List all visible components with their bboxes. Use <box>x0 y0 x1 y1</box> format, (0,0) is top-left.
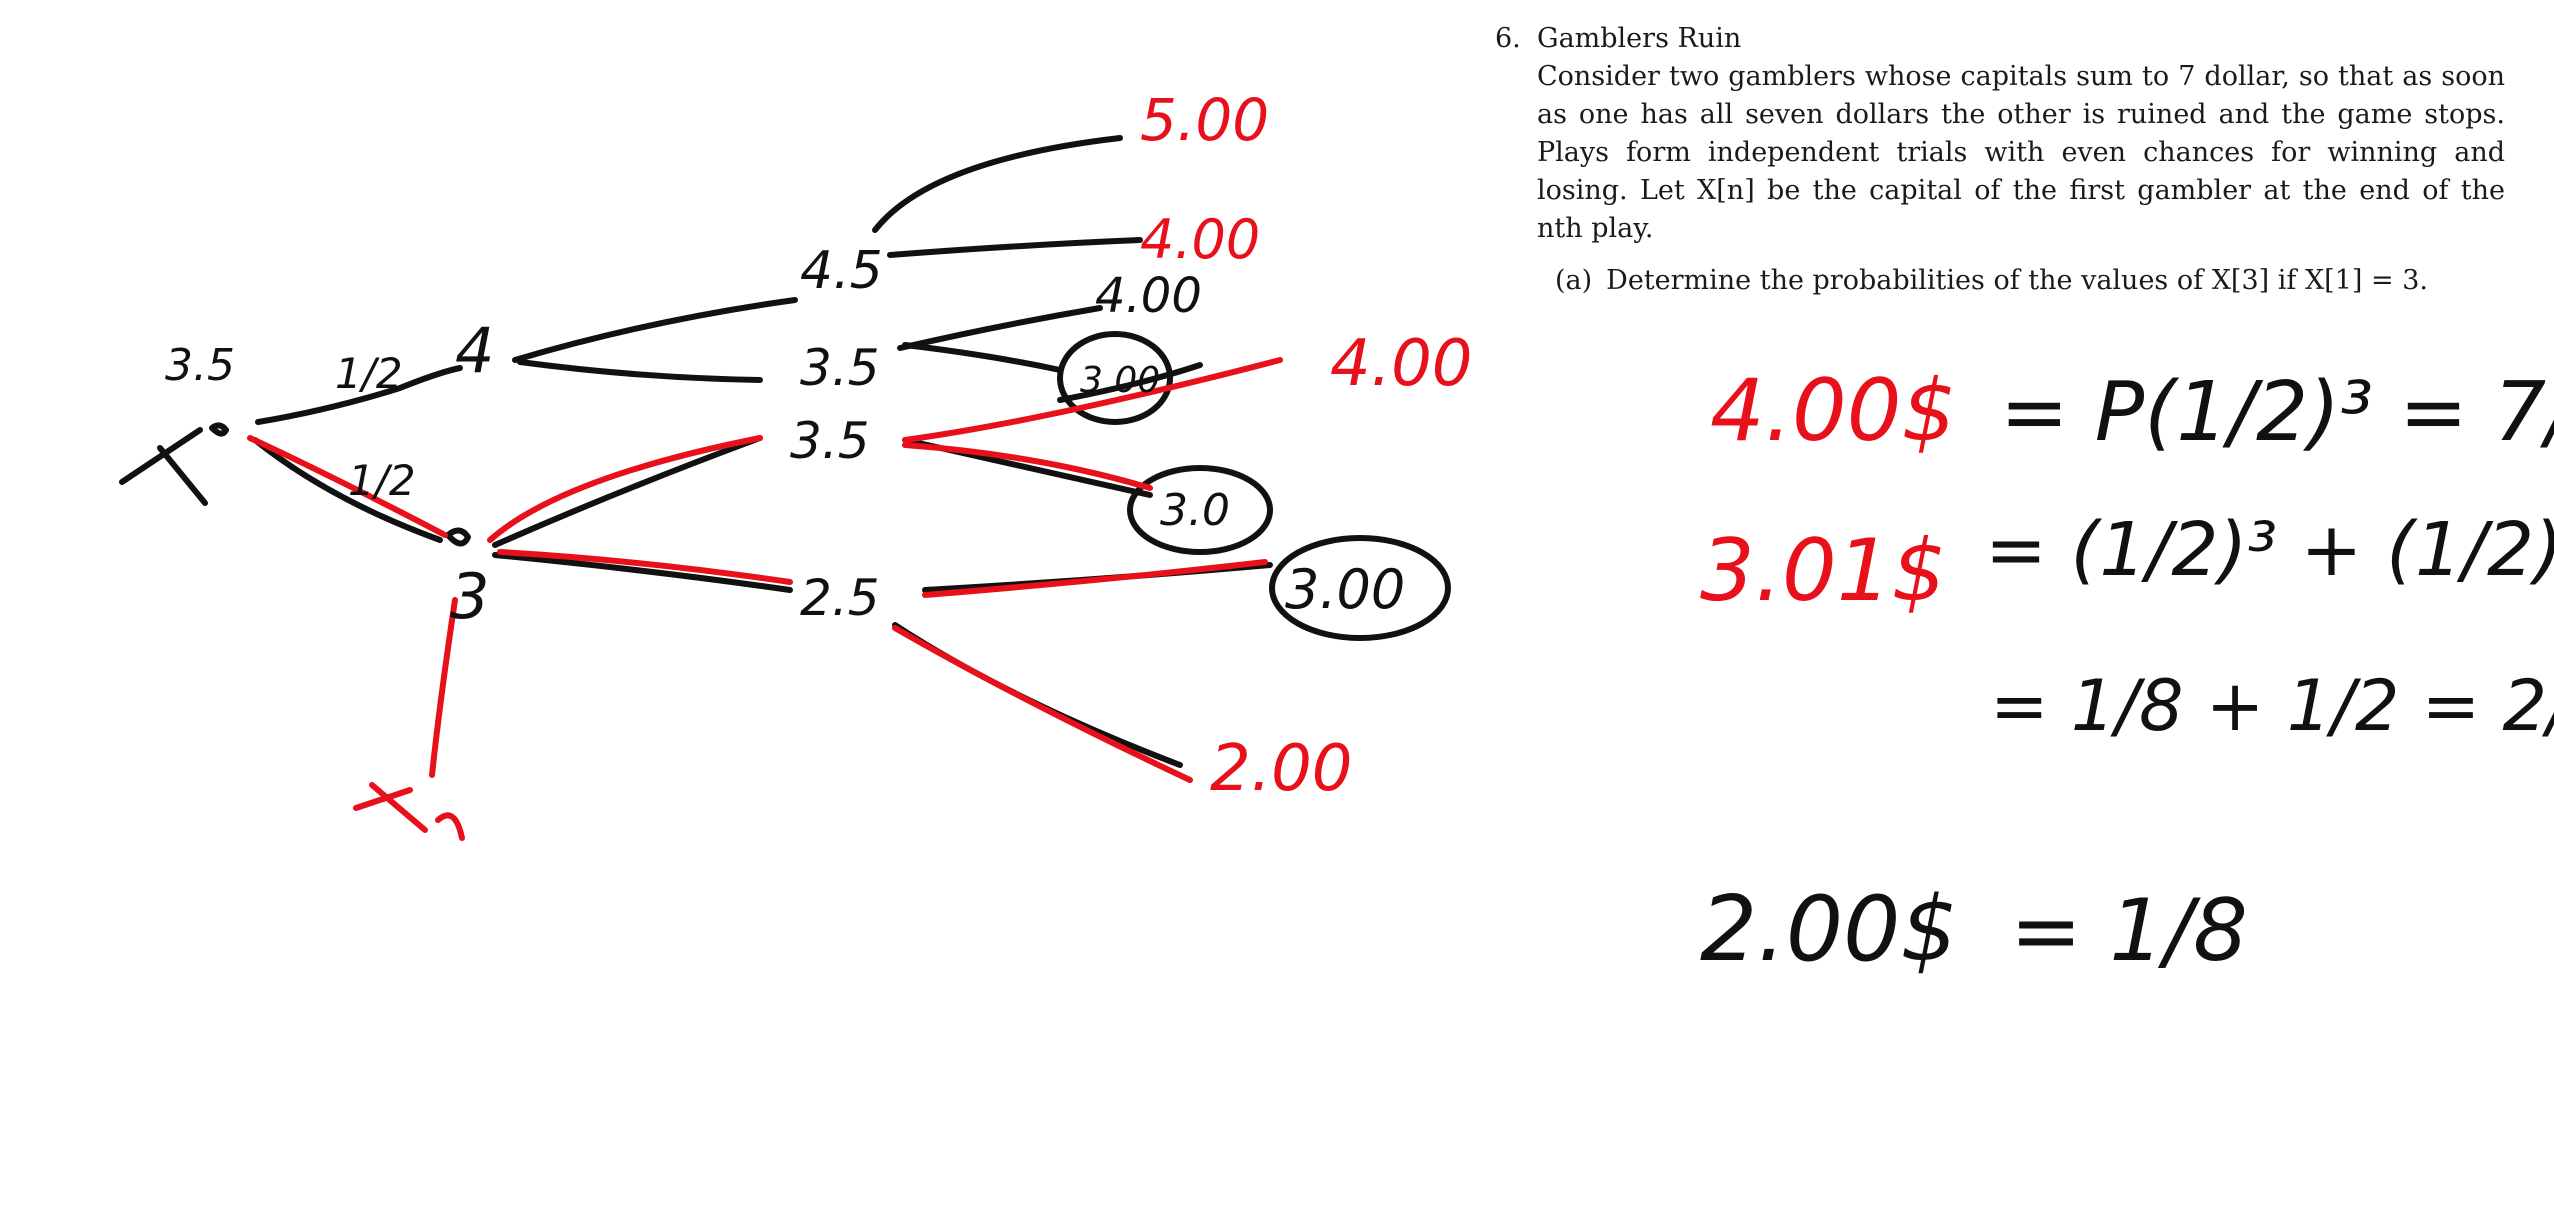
edge-root-to-3 <box>252 437 443 543</box>
tree-red-strokes <box>247 357 1283 841</box>
leaf-red-4.00a: 4.00 <box>1140 208 1260 271</box>
part-a-label: (a) <box>1555 265 1593 296</box>
label-level1-down: 3 <box>450 560 489 633</box>
problem-statement: 6. Gamblers Ruin Consider two gamblers w… <box>1495 20 2505 300</box>
edge-4.5-to-4a <box>887 237 1143 258</box>
red-x1-letter-1 <box>353 787 413 811</box>
problem-number: 6. <box>1495 23 1521 54</box>
leaf-circled-3.00a: 3.00 <box>1080 360 1160 401</box>
edge-3.5a-to-3a <box>902 342 1063 373</box>
label-root-3.5: 3.5 <box>165 340 235 391</box>
edge-4-to-4.5 <box>512 297 798 363</box>
circle-leaf-3a <box>1057 331 1173 425</box>
work-line1-lhs: 4.00$ <box>1710 361 1956 461</box>
edge-4-to-3.5a <box>517 359 763 383</box>
part-a-text: Determine the probabilities of the value… <box>1606 265 2428 296</box>
label-level2-2.5: 2.5 <box>800 569 880 627</box>
x0-cross-stroke-2 <box>157 445 208 506</box>
work-line1-rhs: = P(1/2)³ = 7/8 <box>2000 365 2554 460</box>
leaf-circled-3.00c: 3.00 <box>1285 558 1405 621</box>
tree-labels: 3.5 1/2 1/2 4 3 4.5 3.5 3.5 2.5 5.00 4.0… <box>165 86 1473 806</box>
x0-cross-stroke <box>119 427 203 485</box>
problem-body: Consider two gamblers whose capitals sum… <box>1537 61 2505 244</box>
work-line2-lhs: 3.01$ <box>1700 521 1946 621</box>
circle-leaf-3b <box>1127 465 1273 555</box>
leaf-red-2.00: 2.00 <box>1210 732 1353 806</box>
work-line2-rhs: = (1/2)³ + (1/2)³ <box>1985 507 2554 593</box>
label-level2-3.5a: 3.5 <box>800 339 880 397</box>
leaf-3a-strike <box>1057 362 1203 403</box>
work-line4-rhs: = 1/8 <box>2010 881 2248 981</box>
leaf-red-4.00b: 4.00 <box>1330 327 1473 401</box>
leaf-black-4.00: 4.00 <box>1095 268 1202 324</box>
work-line3: = 1/8 + 1/2 = 2/8 = 1/4 <box>1990 665 2554 747</box>
red-edge-2.5-to-3 <box>922 559 1268 598</box>
red-x1-letter-2 <box>369 782 428 833</box>
edge-root-to-4 <box>255 365 463 425</box>
red-x1-subscript <box>435 812 465 841</box>
red-edge-2.5-to-2 <box>892 625 1193 783</box>
red-edge-3.5b-to-3 <box>902 442 1153 491</box>
root-node-mark <box>209 422 229 437</box>
edge-3-to-3.5b <box>492 435 763 548</box>
label-level2-4.5: 4.5 <box>800 241 883 301</box>
red-x1-line <box>429 597 458 778</box>
node-3-mark <box>445 527 471 547</box>
red-edge-3-to-2.5 <box>497 549 793 585</box>
worked-solution: 4.00$ = P(1/2)³ = 7/8 3.01$ = (1/2)³ + (… <box>1700 361 2554 982</box>
edge-3-to-2.5 <box>492 552 793 593</box>
edge-3.5a-to-4b <box>897 305 1103 351</box>
problem-title: Gamblers Ruin <box>1537 23 1742 54</box>
red-edge-root-to-3 <box>247 435 448 538</box>
red-edge-3-to-3.5b <box>487 435 763 543</box>
edge-4.5-to-5 <box>872 135 1123 233</box>
edge-2.5-to-2 <box>892 622 1183 768</box>
leaf-circled-3.0b: 3.0 <box>1160 485 1230 536</box>
tree-black-strokes <box>119 135 1451 768</box>
label-root-prob-down: 1/2 <box>348 456 416 505</box>
leaf-red-5.00: 5.00 <box>1140 86 1269 154</box>
label-level2-3.5b: 3.5 <box>790 412 870 470</box>
work-line4-lhs: 2.00$ <box>1700 877 1958 982</box>
label-root-prob-up: 1/2 <box>335 349 403 398</box>
red-edge-3.5b-to-4 <box>902 357 1283 443</box>
circle-leaf-3c <box>1269 535 1451 641</box>
label-level1-up: 4 <box>455 314 494 387</box>
problem-part-a: (a) Determine the probabilities of the va… <box>1555 262 2505 300</box>
